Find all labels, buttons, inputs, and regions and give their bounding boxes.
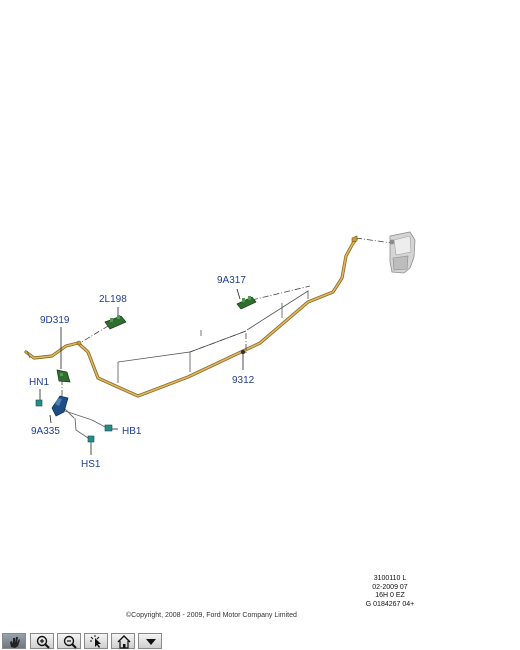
zoom-out-button[interactable] — [57, 633, 81, 649]
reference-block: 3100110 L 02-2009 07 16H 0 EZ G 0184267 … — [360, 575, 420, 609]
callout-9a335: 9A335 — [31, 426, 60, 437]
callout-hb1: HB1 — [122, 426, 142, 437]
clip-2l198 — [104, 315, 127, 330]
connector-hn1 — [35, 399, 43, 407]
reference-line-2: 02-2009 07 — [372, 583, 408, 591]
fuel-line-diagram: 9A317 2L198 9D319 HN1 9A335 HB1 HS1 9312 — [24, 231, 416, 470]
clip-9d319 — [56, 369, 71, 383]
leader-lines — [61, 237, 393, 397]
zoom-in-button[interactable] — [30, 633, 54, 649]
viewer-toolbar — [0, 632, 520, 650]
reference-line-4: G 0184267 04+ — [365, 600, 415, 608]
harness-lines — [61, 405, 108, 441]
callout-9312: 9312 — [232, 375, 255, 386]
end-fitting — [76, 340, 82, 346]
home-icon — [117, 635, 131, 649]
select-button[interactable] — [84, 633, 108, 649]
bracket-9a335 — [51, 395, 69, 417]
clip-9a317 — [236, 296, 257, 310]
connector-hb1 — [104, 424, 113, 432]
fuel-pipe — [24, 237, 358, 398]
callout-9a317: 9A317 — [217, 275, 246, 286]
home-button[interactable] — [111, 633, 135, 649]
zoom-out-icon — [63, 635, 77, 649]
pan-hand-icon — [10, 637, 20, 648]
callout-leaders — [39, 288, 244, 455]
zoom-in-icon — [36, 635, 50, 649]
callout-hs1: HS1 — [81, 459, 101, 470]
fuel-pump-module — [351, 231, 416, 274]
callout-hn1: HN1 — [29, 377, 49, 388]
reference-line-3: 16H 0 EZ — [375, 592, 405, 599]
dropdown-button[interactable] — [138, 633, 162, 649]
callout-9d319: 9D319 — [40, 315, 70, 326]
callout-2l198: 2L198 — [99, 294, 127, 305]
select-pointer-icon — [90, 635, 101, 648]
reference-line-1: 3100110 L — [373, 575, 407, 582]
pipe-fitting-9312 — [240, 349, 246, 355]
connector-hs1 — [87, 435, 95, 443]
copyright-notice: ©Copyright, 2008 - 2009, Ford Motor Comp… — [126, 612, 297, 619]
pan-button[interactable] — [2, 633, 26, 649]
dropdown-arrow-icon — [146, 639, 156, 645]
